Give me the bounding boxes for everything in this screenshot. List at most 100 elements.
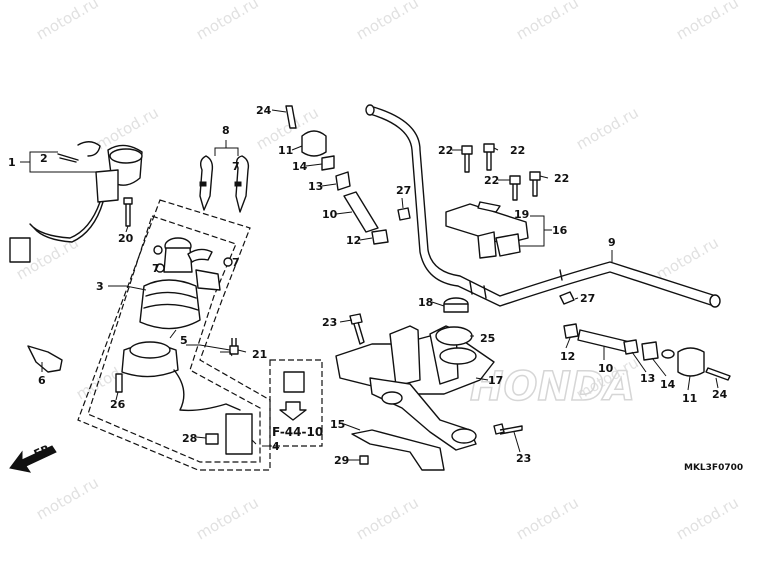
clip-27 — [397, 207, 411, 221]
watermark-text: motod.ru — [673, 493, 742, 543]
ignition-switch-group — [9, 140, 271, 471]
diagram-code: MKL3F0700 — [684, 463, 743, 473]
callout-20: 20 — [118, 232, 134, 245]
screw-26 — [115, 373, 123, 393]
callout-3: 3 — [96, 280, 104, 293]
callout-22b: 22 — [510, 144, 525, 157]
watermark-text: motod.ru — [33, 473, 102, 523]
front-label: FR. — [32, 441, 56, 461]
callout-15: 15 — [330, 418, 345, 431]
callout-16: 16 — [552, 224, 568, 237]
callout-17: 17 — [488, 374, 503, 387]
handlebar-end — [709, 294, 721, 308]
callout-10b: 10 — [598, 362, 614, 375]
brand-watermark: HONDA — [470, 364, 635, 410]
callout-7c: 7 — [232, 160, 240, 173]
upper-holder — [445, 203, 529, 245]
watermark-text: motod.ru — [513, 493, 582, 543]
callout-leader — [343, 423, 361, 431]
bar-end-right-group — [559, 291, 731, 381]
leader-lines — [20, 109, 719, 461]
callout-leader — [715, 377, 719, 389]
nut-7c — [155, 263, 165, 273]
nut-12 — [371, 229, 389, 245]
callout-23a: 23 — [322, 316, 337, 329]
immobilizer-unit — [225, 413, 253, 455]
pin — [57, 153, 79, 163]
callout-leader — [321, 183, 337, 187]
handlebar-holder-group — [445, 143, 552, 259]
callout-6: 6 — [38, 374, 46, 387]
switch-body — [95, 169, 119, 203]
lock-mount-tab — [195, 269, 221, 291]
bracket-15 — [351, 429, 445, 471]
callout-leader — [401, 197, 404, 209]
callout-leader — [520, 215, 552, 247]
callout-leader — [186, 344, 231, 351]
callout-leader — [251, 439, 257, 445]
key-blank — [235, 155, 250, 213]
reference-frame — [269, 359, 323, 447]
callout-leader — [631, 351, 647, 373]
callout-leader — [169, 329, 177, 339]
callout-14a: 14 — [292, 160, 308, 173]
stem-nut-washer — [439, 347, 477, 365]
callout-leader — [20, 151, 96, 173]
callout-12a: 12 — [346, 234, 361, 247]
watermark-layer: motod.ru motod.ru motod.ru motod.ru moto… — [13, 0, 742, 543]
switch-unit-top — [129, 341, 171, 359]
key-transponder — [234, 181, 242, 187]
nut-7 — [153, 245, 163, 255]
cap-18-side — [443, 303, 469, 313]
callout-7a: 7 — [152, 262, 160, 275]
screw-24b — [705, 367, 731, 381]
circlip — [77, 141, 101, 157]
clip-28 — [205, 433, 219, 445]
callout-24b: 24 — [712, 388, 728, 401]
callout-labels: 1 2 3 4 5 6 7 7 7 8 9 10 10 11 11 12 12 … — [8, 104, 728, 467]
bar-end-left-group — [285, 105, 411, 245]
callout-leader — [220, 351, 233, 357]
watermark-text: motod.ru — [33, 0, 102, 43]
top-bridge-group — [335, 297, 523, 471]
screw-29 — [359, 455, 369, 465]
callout-11b: 11 — [682, 392, 697, 405]
callout-leader — [291, 145, 303, 151]
handlebar-tube-edge — [369, 113, 715, 307]
nut-7b — [223, 257, 233, 267]
callout-28: 28 — [182, 432, 197, 445]
switch-wire — [29, 201, 101, 239]
callout-22d: 22 — [554, 172, 569, 185]
switch-connector — [9, 237, 31, 263]
callout-leader — [108, 285, 147, 291]
assembly-boundary-inner — [87, 215, 261, 463]
washer — [661, 349, 675, 359]
bolt-23 — [349, 313, 365, 345]
bolt-21 — [229, 338, 239, 355]
nut-12b — [563, 323, 579, 339]
callout-27a: 27 — [396, 184, 411, 197]
watermark-text: motod.ru — [573, 103, 642, 153]
callout-leader — [214, 140, 239, 156]
callout-leader — [574, 297, 579, 300]
stem-nut-25 — [435, 326, 473, 346]
callout-leader — [651, 357, 667, 377]
handlebar-tube — [369, 105, 717, 297]
damper-14 — [321, 155, 335, 171]
callout-leader — [687, 375, 691, 391]
callout-13b: 13 — [640, 372, 655, 385]
handlebar-end — [365, 104, 375, 116]
clip-27b — [559, 291, 575, 305]
callout-4: 4 — [272, 440, 280, 453]
holder-tag — [477, 201, 501, 213]
damper-14b — [641, 341, 659, 361]
bolt-22 — [529, 171, 541, 197]
front-marker: FR. — [9, 441, 57, 473]
collar-13b — [623, 339, 639, 355]
callout-7b: 7 — [232, 256, 240, 269]
clip-6 — [27, 345, 63, 373]
callout-leader — [125, 225, 129, 233]
callout-23b: 23 — [516, 452, 531, 465]
switch-unit-wire — [173, 369, 241, 412]
